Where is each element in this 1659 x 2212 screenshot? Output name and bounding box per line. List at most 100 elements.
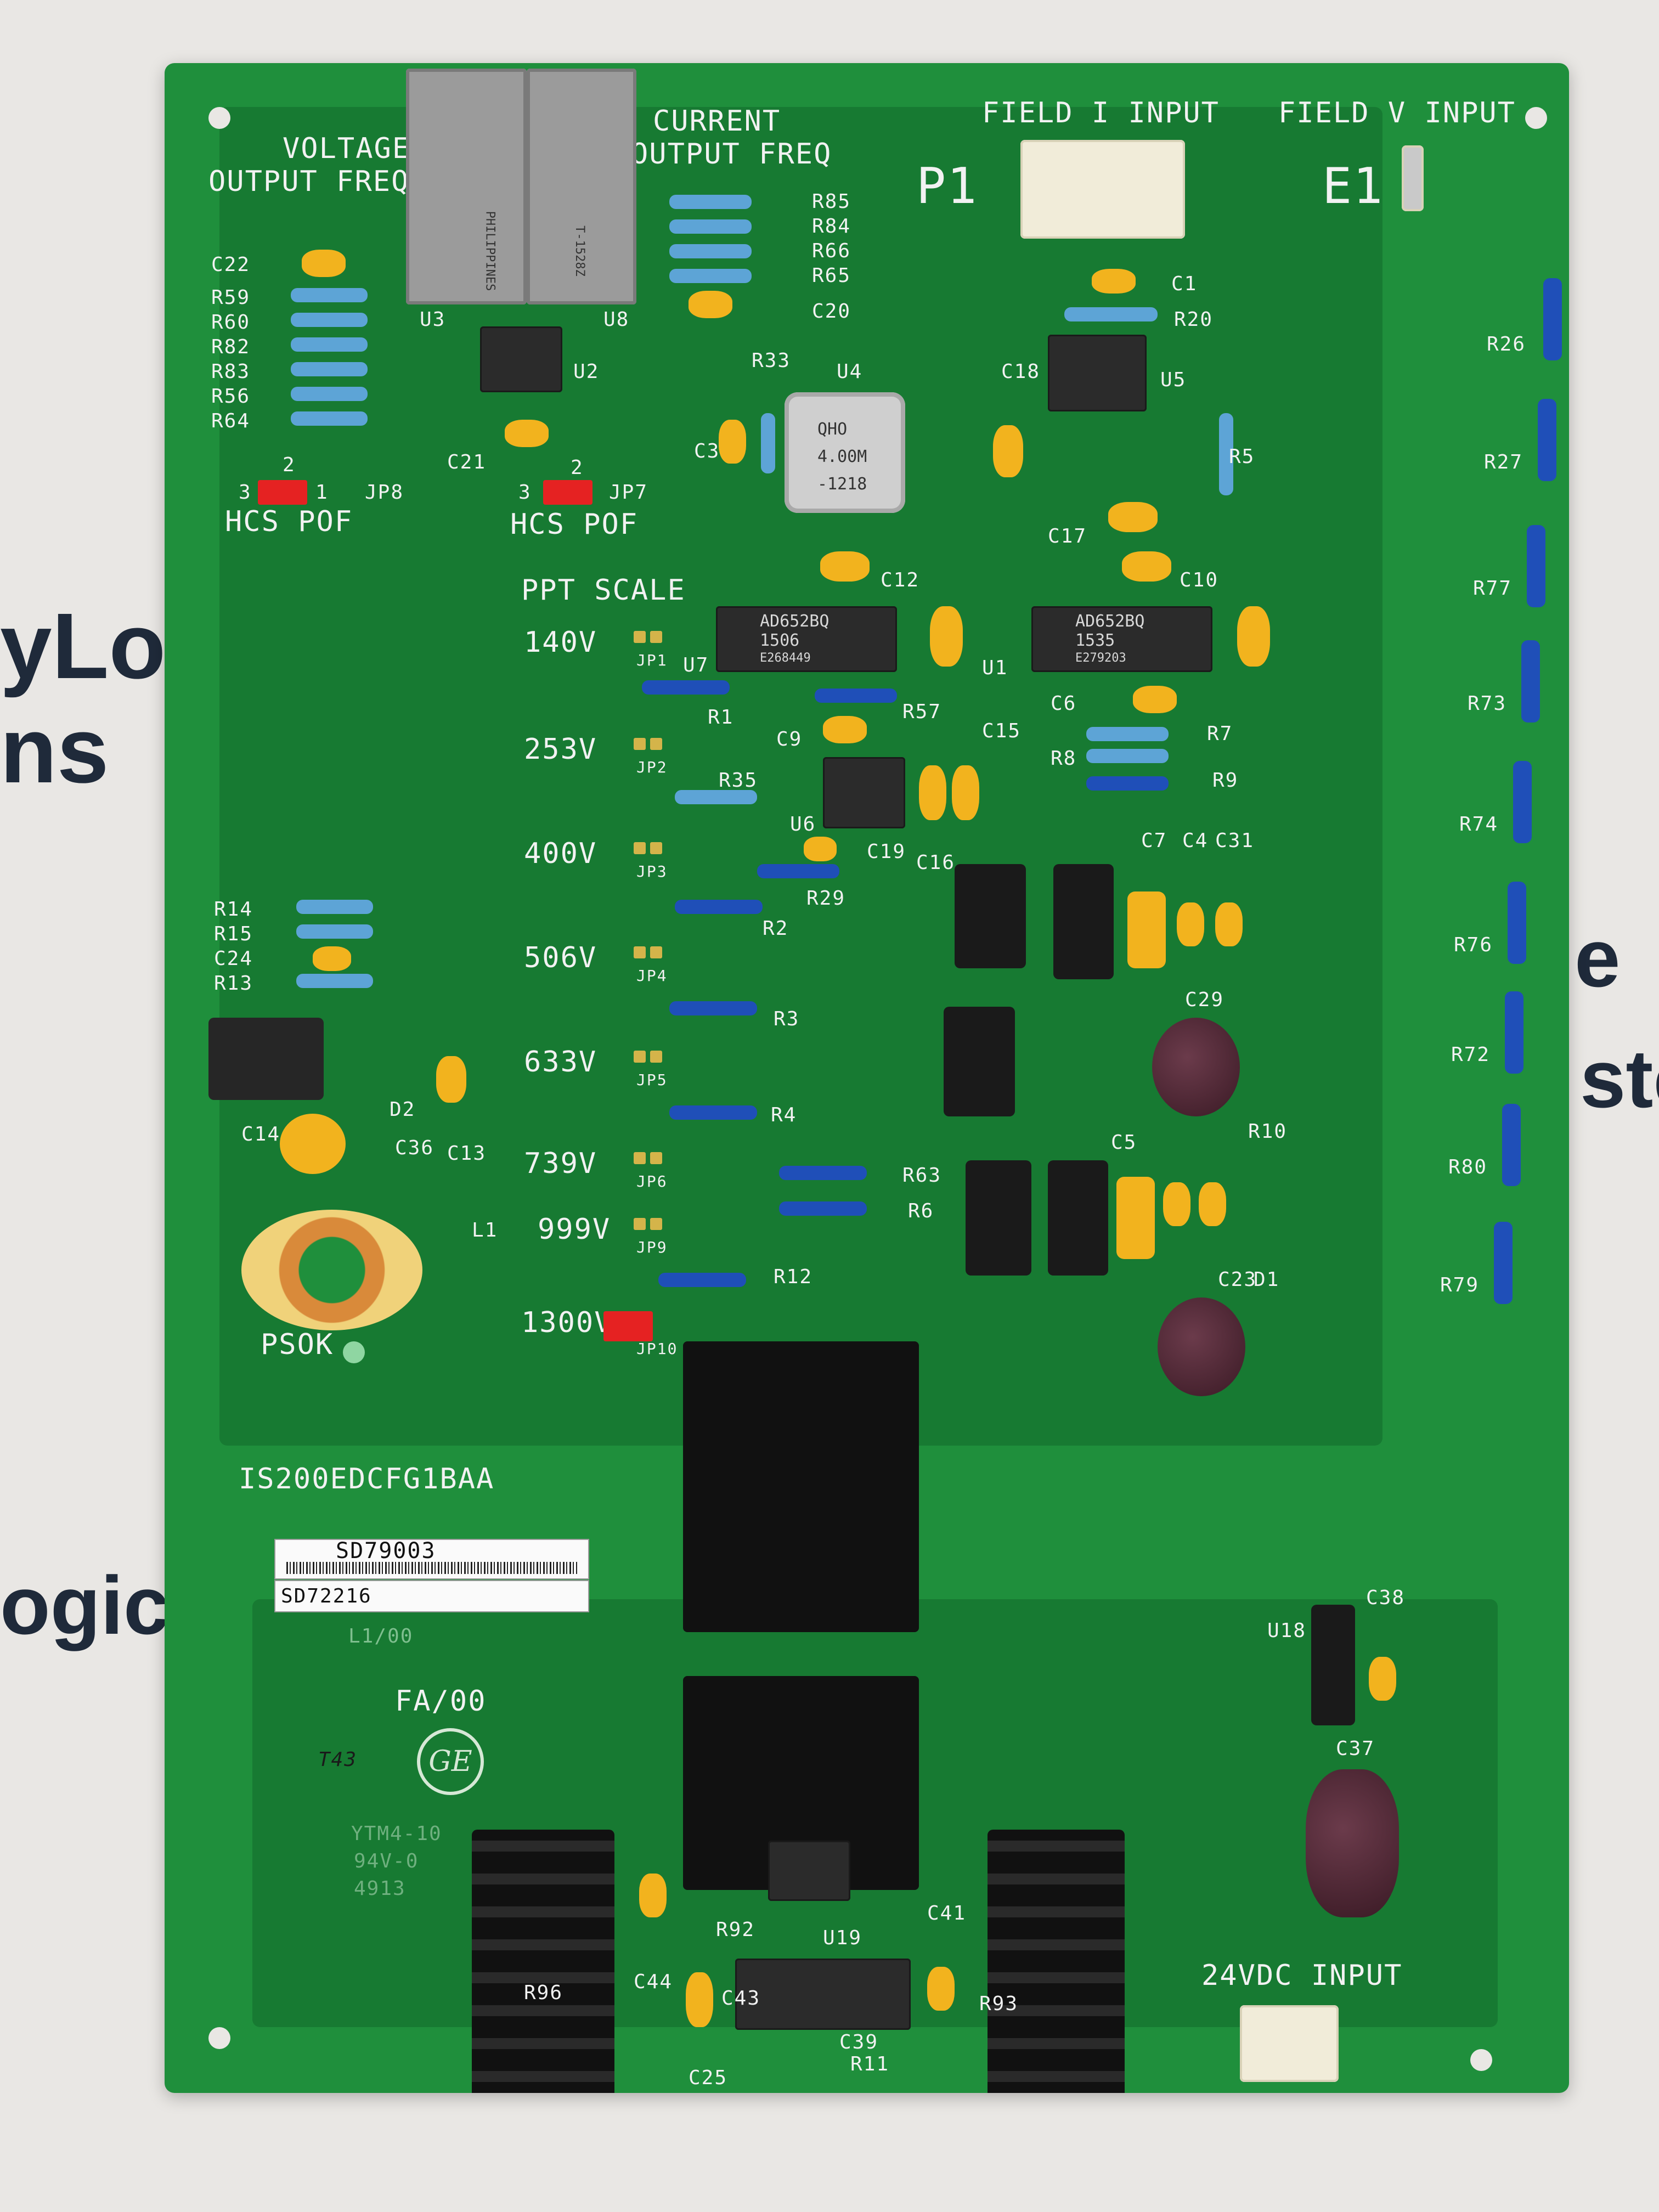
header-jp6[interactable] <box>634 1152 646 1164</box>
board-part-number: IS200EDCFG1BAA <box>239 1463 495 1496</box>
r9-ref: R9 <box>1212 769 1239 792</box>
capacitor-c10 <box>1122 551 1171 582</box>
ref-r73: R73 <box>1468 692 1507 715</box>
c10-ref: C10 <box>1180 569 1219 591</box>
oscillator-u4: QHO 4.00M -1218 <box>785 392 905 513</box>
c3-ref: C3 <box>694 440 720 462</box>
c15-ref: C15 <box>982 720 1022 742</box>
header-jp2-b[interactable] <box>650 738 662 750</box>
jumper-jp8[interactable] <box>258 480 307 505</box>
resistor-r15 <box>296 924 373 939</box>
capacitor-c5 <box>1116 1177 1155 1259</box>
field-v-input-terminal[interactable] <box>1402 145 1424 211</box>
resistor-r74 <box>1513 761 1532 843</box>
capacitor-c44 <box>639 1874 667 1917</box>
electrolytic-c29 <box>1152 1018 1240 1116</box>
resistor-r8 <box>1086 749 1169 763</box>
jp8-ref: JP8 <box>365 481 404 504</box>
ref-r80: R80 <box>1448 1156 1488 1178</box>
background-lettering-4: e <box>1575 912 1621 1004</box>
ref-r60: R60 <box>211 311 251 334</box>
header-jp4-b[interactable] <box>650 946 662 958</box>
header-jp5[interactable] <box>634 1051 646 1063</box>
barcode-label-top: SD79003 <box>274 1539 589 1579</box>
c1-ref: C1 <box>1171 273 1198 295</box>
header-jp1-b[interactable] <box>650 631 662 643</box>
resistor-r35 <box>675 790 757 804</box>
capacitor-u1-side <box>1237 606 1270 667</box>
mount-hole-tl <box>208 107 230 129</box>
resistor-r9 <box>1086 776 1169 791</box>
scale-999v: 999V <box>538 1213 611 1246</box>
capacitor-c13 <box>436 1056 466 1103</box>
resistor-r65 <box>669 269 752 283</box>
c9-ref: C9 <box>776 728 803 751</box>
ref-r59: R59 <box>211 286 251 309</box>
voltage-output-freq-label: OUTPUT FREQ <box>208 165 410 198</box>
p1-label: P1 <box>916 157 978 215</box>
capacitor-c1 <box>1092 269 1136 294</box>
ref-r65: R65 <box>812 264 851 287</box>
header-jp1[interactable] <box>634 631 646 643</box>
c18-ref: C18 <box>1001 360 1041 383</box>
board-upper-region <box>219 107 1383 1446</box>
header-jp2[interactable] <box>634 738 646 750</box>
regulator-u14 <box>208 1018 324 1100</box>
resistor-r72 <box>1505 991 1523 1074</box>
capacitor-u7-side <box>930 606 963 667</box>
chip-lower-1 <box>768 1841 850 1901</box>
jp7-pin2: 2 <box>571 456 584 479</box>
fiber-brand-1: PHILIPPINES <box>483 211 497 291</box>
header-jp3[interactable] <box>634 842 646 854</box>
capacitor-c24 <box>313 946 351 971</box>
barcode <box>286 1562 577 1574</box>
ref-r82: R82 <box>211 336 251 358</box>
ref-c24: C24 <box>214 947 253 970</box>
u6-ref: U6 <box>790 813 816 836</box>
r5-ref: R5 <box>1229 445 1255 468</box>
field-i-input-connector[interactable] <box>1020 140 1185 239</box>
header-jp6-b[interactable] <box>650 1152 662 1164</box>
scale-140v: 140V <box>524 626 597 659</box>
c7-ref: C7 <box>1141 830 1167 852</box>
capacitor-c12 <box>820 551 870 582</box>
c43-ref: C43 <box>721 1987 761 2010</box>
resistor-r60 <box>291 313 368 327</box>
regulator-4 <box>1048 1160 1108 1276</box>
field-v-input-label: FIELD V INPUT <box>1278 97 1516 129</box>
capacitor-c6 <box>1133 686 1177 713</box>
hcs-pof-right-label: HCS POF <box>510 508 639 541</box>
jp7-pin3: 3 <box>518 481 532 504</box>
header-jp9[interactable] <box>634 1218 646 1230</box>
resistor-r13 <box>296 974 373 988</box>
chip-u6 <box>823 757 905 828</box>
jumper-jp7[interactable] <box>543 480 592 505</box>
ref-c22: C22 <box>211 253 251 276</box>
scale-253v: 253V <box>524 733 597 766</box>
regulator-2 <box>944 1007 1015 1116</box>
input-24vdc-connector[interactable] <box>1240 2005 1339 2082</box>
resistor-r64 <box>291 411 368 426</box>
jumper-jp10[interactable] <box>603 1311 653 1341</box>
c4-ref: C4 <box>1182 830 1209 852</box>
ref-r84: R84 <box>812 215 851 238</box>
c31-ref: C31 <box>1215 830 1255 852</box>
capacitor-c23-b <box>1199 1182 1226 1226</box>
jp8-pin3: 3 <box>239 481 252 504</box>
header-jp4[interactable] <box>634 946 646 958</box>
r2-ref: R2 <box>763 917 789 940</box>
scale-633v: 633V <box>524 1046 597 1079</box>
header-jp9-b[interactable] <box>650 1218 662 1230</box>
label-bottom-text: SD72216 <box>281 1585 372 1607</box>
jp1-ref: JP1 <box>636 651 668 669</box>
header-jp3-b[interactable] <box>650 842 662 854</box>
r3-ref: R3 <box>774 1008 800 1030</box>
resistor-r4 <box>669 1105 757 1120</box>
label-top-text: SD79003 <box>336 1538 436 1564</box>
resistor-r6 <box>779 1201 867 1216</box>
u18-ref: U18 <box>1267 1620 1307 1642</box>
psok-led <box>343 1341 365 1363</box>
resistor-r7 <box>1086 727 1169 741</box>
r20-ref: R20 <box>1174 308 1214 331</box>
header-jp5-b[interactable] <box>650 1051 662 1063</box>
